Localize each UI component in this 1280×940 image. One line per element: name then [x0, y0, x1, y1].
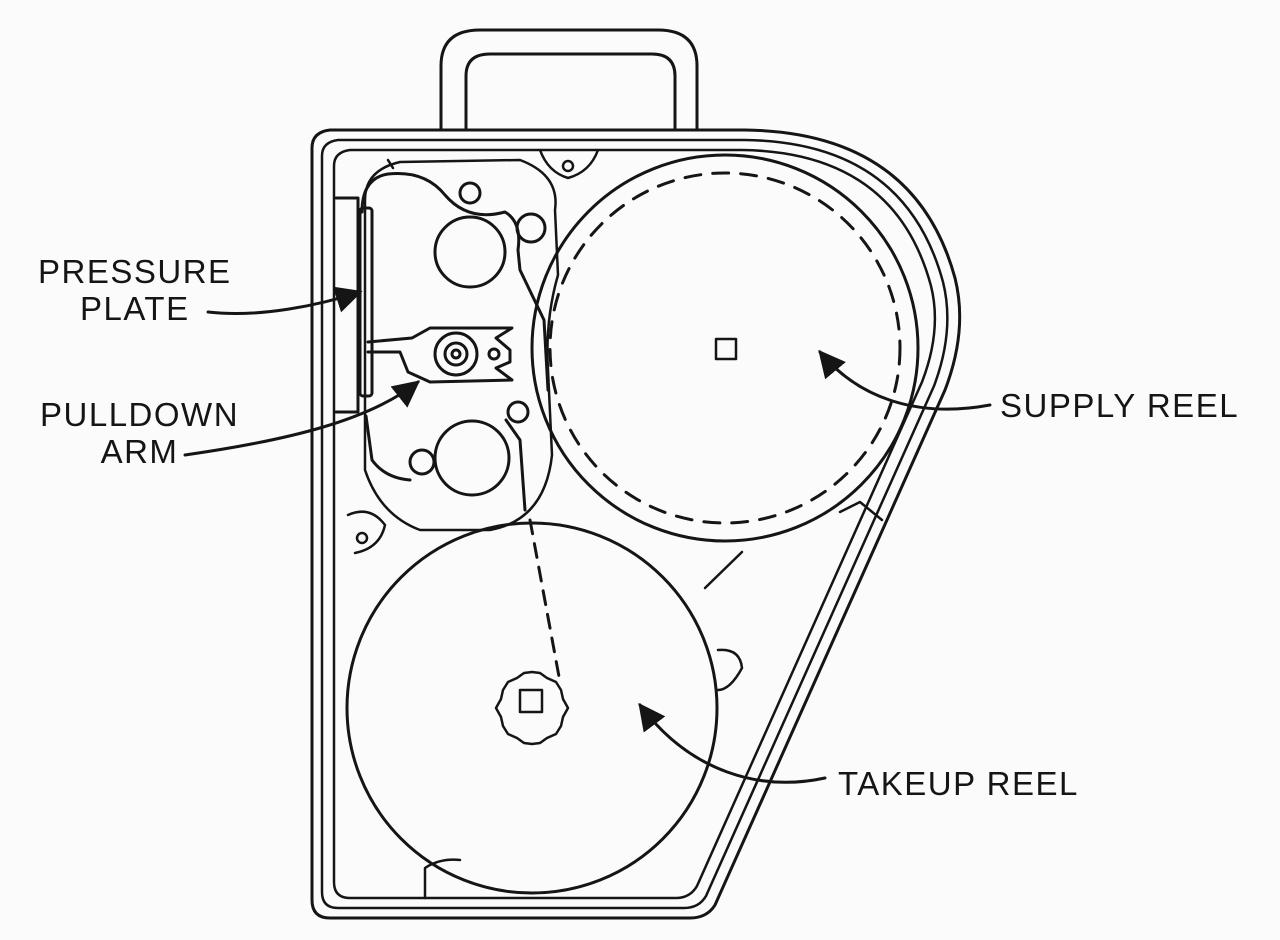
interior-plate: [346, 148, 884, 900]
pressure-plate-label: PRESSURE PLATE: [38, 255, 232, 325]
pulldown-arm-label: PULLDOWN ARM: [40, 398, 239, 468]
pulldown-arm-part: [366, 326, 514, 384]
pulldown-arm-label-line1: PULLDOWN: [40, 396, 240, 433]
pressure-plate-label-line2: PLATE: [79, 290, 190, 327]
label-leaders: [183, 286, 992, 784]
pressure-plate-label-line1: PRESSURE: [38, 253, 232, 290]
supply-reel-part: [530, 153, 920, 543]
magazine-housing: [310, 128, 962, 920]
pressure-plate-part: [334, 196, 374, 414]
film-path: [360, 158, 562, 684]
guide-rollers: [408, 181, 547, 497]
pulldown-arm-label-line2: ARM: [100, 433, 179, 470]
takeup-reel-label: TAKEUP REEL: [838, 765, 1079, 802]
takeup-reel-part: [345, 521, 719, 895]
carrying-handle: [439, 28, 699, 130]
supply-reel-label: SUPPLY REEL: [1000, 387, 1240, 424]
